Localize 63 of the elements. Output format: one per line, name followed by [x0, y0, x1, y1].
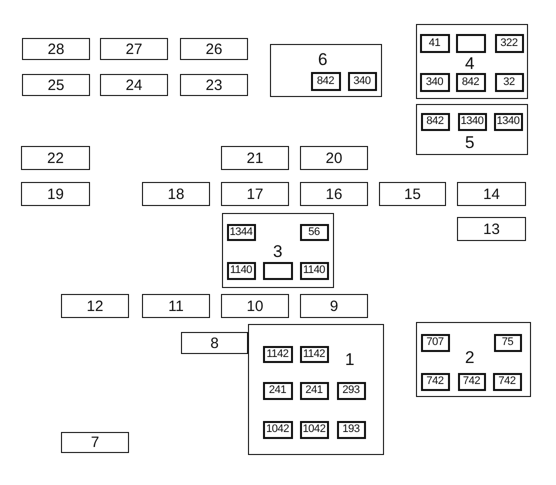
fuse-slot: 27 [100, 38, 168, 60]
terminal-slot: 340 [420, 72, 450, 92]
fuse-slot: 17 [221, 182, 289, 206]
block-number: 1 [345, 351, 354, 368]
terminal-slot: 193 [336, 420, 366, 438]
terminal-slot: 340 [348, 72, 376, 90]
fuse-slot: 12 [61, 294, 129, 318]
terminal-slot: 241 [300, 382, 328, 400]
terminal-slot: 41 [420, 34, 450, 52]
block-number: 2 [465, 349, 474, 366]
terminal-slot: 75 [494, 334, 522, 352]
terminal-slot: 1042 [300, 420, 328, 438]
terminal-slot: 1140 [226, 262, 256, 280]
fuse-slot: 26 [180, 38, 248, 60]
terminal-slot: 1340 [458, 112, 486, 130]
terminal-slot: 32 [494, 72, 524, 92]
fuse-slot: 7 [61, 432, 129, 453]
empty-slot [262, 262, 292, 280]
block-number: 6 [318, 51, 328, 68]
fuse-slot: 15 [379, 182, 446, 206]
terminal-slot: 1344 [226, 224, 256, 240]
fuse-slot: 21 [221, 146, 289, 170]
fuse-slot: 28 [22, 38, 90, 60]
fuse-slot: 16 [300, 182, 368, 206]
terminal-slot: 842 [310, 72, 340, 90]
block-number: 3 [273, 243, 282, 260]
terminal-slot: 1140 [300, 262, 328, 280]
terminal-slot: 842 [420, 112, 450, 130]
terminal-slot: 1142 [300, 346, 328, 362]
terminal-slot: 241 [262, 382, 292, 400]
terminal-slot: 842 [456, 72, 486, 92]
relay-block [270, 44, 382, 97]
block-number: 5 [465, 134, 474, 151]
terminal-slot: 742 [492, 372, 522, 390]
terminal-slot: 1340 [494, 112, 522, 130]
terminal-slot: 1042 [262, 420, 292, 438]
fuse-slot: 20 [300, 146, 368, 170]
terminal-slot: 707 [420, 334, 450, 352]
fuse-slot: 22 [21, 146, 90, 170]
relay-block [248, 324, 384, 455]
fuse-slot: 24 [100, 74, 168, 96]
block-number: 4 [465, 55, 474, 72]
terminal-slot: 293 [336, 382, 366, 400]
relay-block [416, 104, 528, 155]
terminal-slot: 322 [494, 34, 524, 52]
fuse-slot: 18 [142, 182, 210, 206]
relay-block [416, 24, 528, 99]
fuse-slot: 9 [300, 294, 368, 318]
fuse-slot: 10 [221, 294, 289, 318]
relay-block [416, 322, 531, 397]
fuse-slot: 25 [22, 74, 90, 96]
fuse-slot: 11 [142, 294, 210, 318]
fuse-slot: 8 [181, 332, 248, 354]
fuse-slot: 13 [457, 217, 526, 241]
fuse-slot: 23 [180, 74, 248, 96]
terminal-slot: 742 [420, 372, 450, 390]
terminal-slot: 742 [458, 372, 486, 390]
fuse-slot: 14 [457, 182, 526, 206]
empty-slot [456, 34, 486, 52]
fuse-slot: 19 [21, 182, 90, 206]
terminal-slot: 1142 [262, 346, 292, 362]
terminal-slot: 56 [300, 224, 328, 240]
relay-block [222, 213, 334, 288]
